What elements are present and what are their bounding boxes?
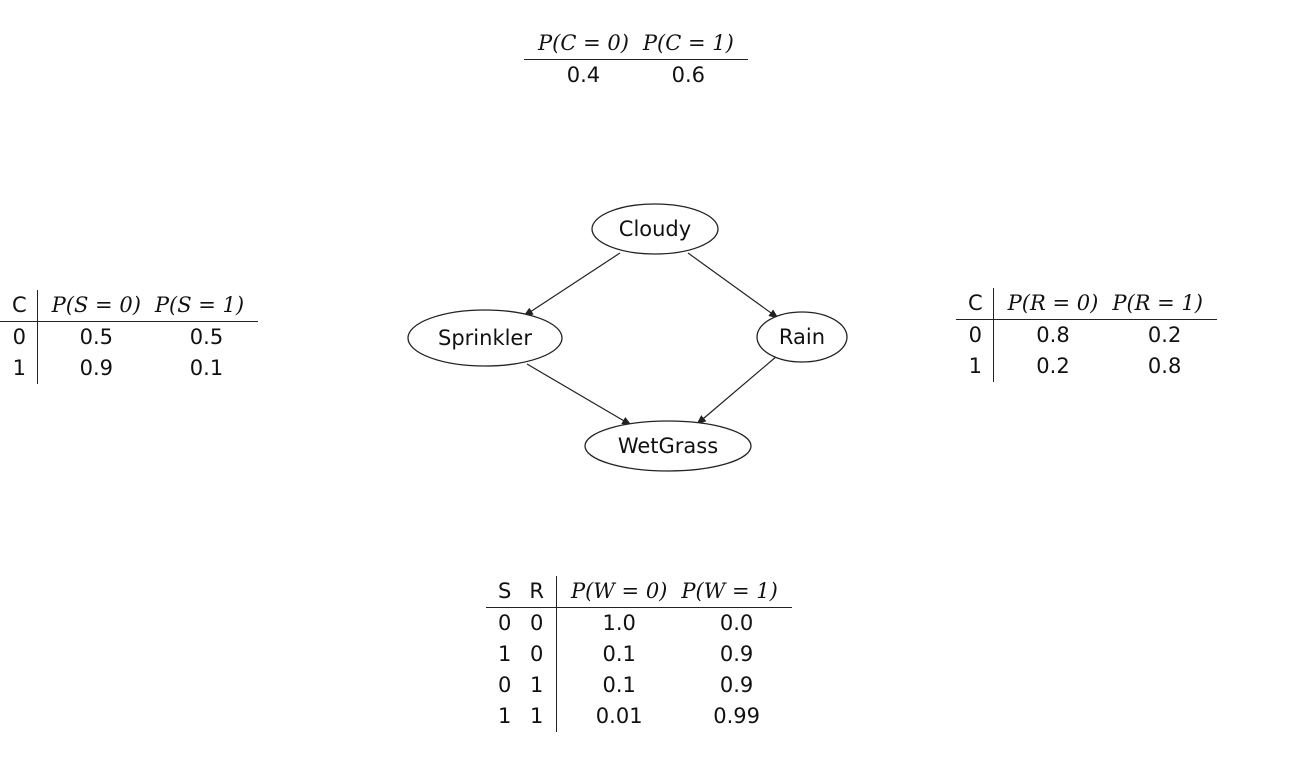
table-row: 0 0.5 0.5 [0,321,258,353]
cpt-sprinkler-header: P(S = 1) [154,290,259,322]
cpt-wetgrass: S R P(W = 0) P(W = 1) 0 0 1.0 0.0 1 0 0.… [486,576,792,732]
cpt-sprinkler-cell: 0 [12,325,27,349]
cpt-sprinkler-header: P(S = 0) [36,290,155,322]
table-row: 1 0.2 0.8 [956,351,1217,382]
cpt-wetgrass-cell: 0.9 [719,673,754,697]
cpt-rain-header: P(R = 1) [1112,288,1217,320]
table-row: 0 0.8 0.2 [956,319,1217,351]
edge-sprinkler-wetgrass [526,363,632,426]
cpt-wetgrass-cell: 0 [529,642,544,666]
cpt-wetgrass-cell: 1 [529,673,544,697]
cpt-sprinkler-cell: 0.5 [189,325,224,349]
cpt-cloudy-header: P(C = 0) [524,28,643,60]
cpt-cloudy: P(C = 0) P(C = 1) 0.4 0.6 [524,28,748,91]
cpt-wetgrass-cell: 1 [529,704,544,728]
table-row: 1 1 0.01 0.99 [486,701,792,732]
node-rain: Rain [756,311,848,363]
cpt-wetgrass-cell: 0.1 [555,639,682,670]
node-rain-label: Rain [779,325,825,349]
table-row: 1 0 0.1 0.9 [486,639,792,670]
cpt-cloudy-header: P(C = 1) [642,28,748,60]
cpt-wetgrass-header: P(W = 0) [555,576,682,608]
cpt-wetgrass-parent-header: R [525,576,557,608]
cpt-cloudy-cell: 0.6 [671,63,706,87]
cpt-wetgrass-cell: 0 [498,611,512,635]
cpt-sprinkler: C P(S = 0) P(S = 1) 0 0.5 0.5 1 0.9 0.1 [0,290,259,384]
cpt-wetgrass-header: P(W = 1) [681,576,792,608]
cpt-rain-cell: 0.8 [992,319,1113,351]
cpt-wetgrass-cell: 1.0 [555,607,682,639]
cpt-rain-cell: 0.2 [1147,323,1182,347]
cpt-rain-cell: 0.2 [992,351,1113,382]
table-row: 0 0 1.0 0.0 [486,607,792,639]
cpt-rain-cell: 0.8 [1147,354,1182,378]
cpt-wetgrass-cell: 1 [498,704,512,728]
node-cloudy: Cloudy [591,203,719,255]
cpt-wetgrass-cell: 0 [498,673,512,697]
edge-rain-wetgrass [696,355,778,425]
node-sprinkler: Sprinkler [407,309,563,367]
cpt-rain: C P(R = 0) P(R = 1) 0 0.8 0.2 1 0.2 0.8 [956,288,1217,382]
cpt-wetgrass-cell: 0.0 [719,611,754,635]
cpt-sprinkler-cell: 1 [12,356,27,380]
cpt-wetgrass-cell: 0.9 [719,642,754,666]
node-wetgrass-label: WetGrass [618,434,718,458]
edge-cloudy-sprinkler [523,252,621,317]
cpt-wetgrass-cell: 0.1 [555,670,682,701]
cpt-cloudy-cell: 0.4 [566,63,601,87]
cpt-wetgrass-cell: 0.99 [713,704,760,728]
cpt-sprinkler-cell: 0.5 [36,321,155,353]
cpt-wetgrass-cell: 1 [498,642,512,666]
cpt-wetgrass-parent-header: S [486,576,526,608]
cpt-rain-cell: 0 [968,323,983,347]
cpt-wetgrass-cell: 0.01 [555,701,682,732]
edge-cloudy-rain [687,252,779,319]
cpt-rain-cell: 1 [968,354,983,378]
node-cloudy-label: Cloudy [619,217,691,241]
node-sprinkler-label: Sprinkler [438,326,532,350]
table-row: 1 0.9 0.1 [0,353,258,384]
cpt-sprinkler-cell: 0.9 [36,353,155,384]
cpt-sprinkler-cell: 0.1 [189,356,224,380]
cpt-wetgrass-cell: 0 [529,611,544,635]
table-row: 0 1 0.1 0.9 [486,670,792,701]
cpt-sprinkler-parent-header: C [0,290,38,322]
cpt-rain-parent-header: C [956,288,994,320]
node-wetgrass: WetGrass [584,420,752,472]
cpt-rain-header: P(R = 0) [992,288,1113,320]
